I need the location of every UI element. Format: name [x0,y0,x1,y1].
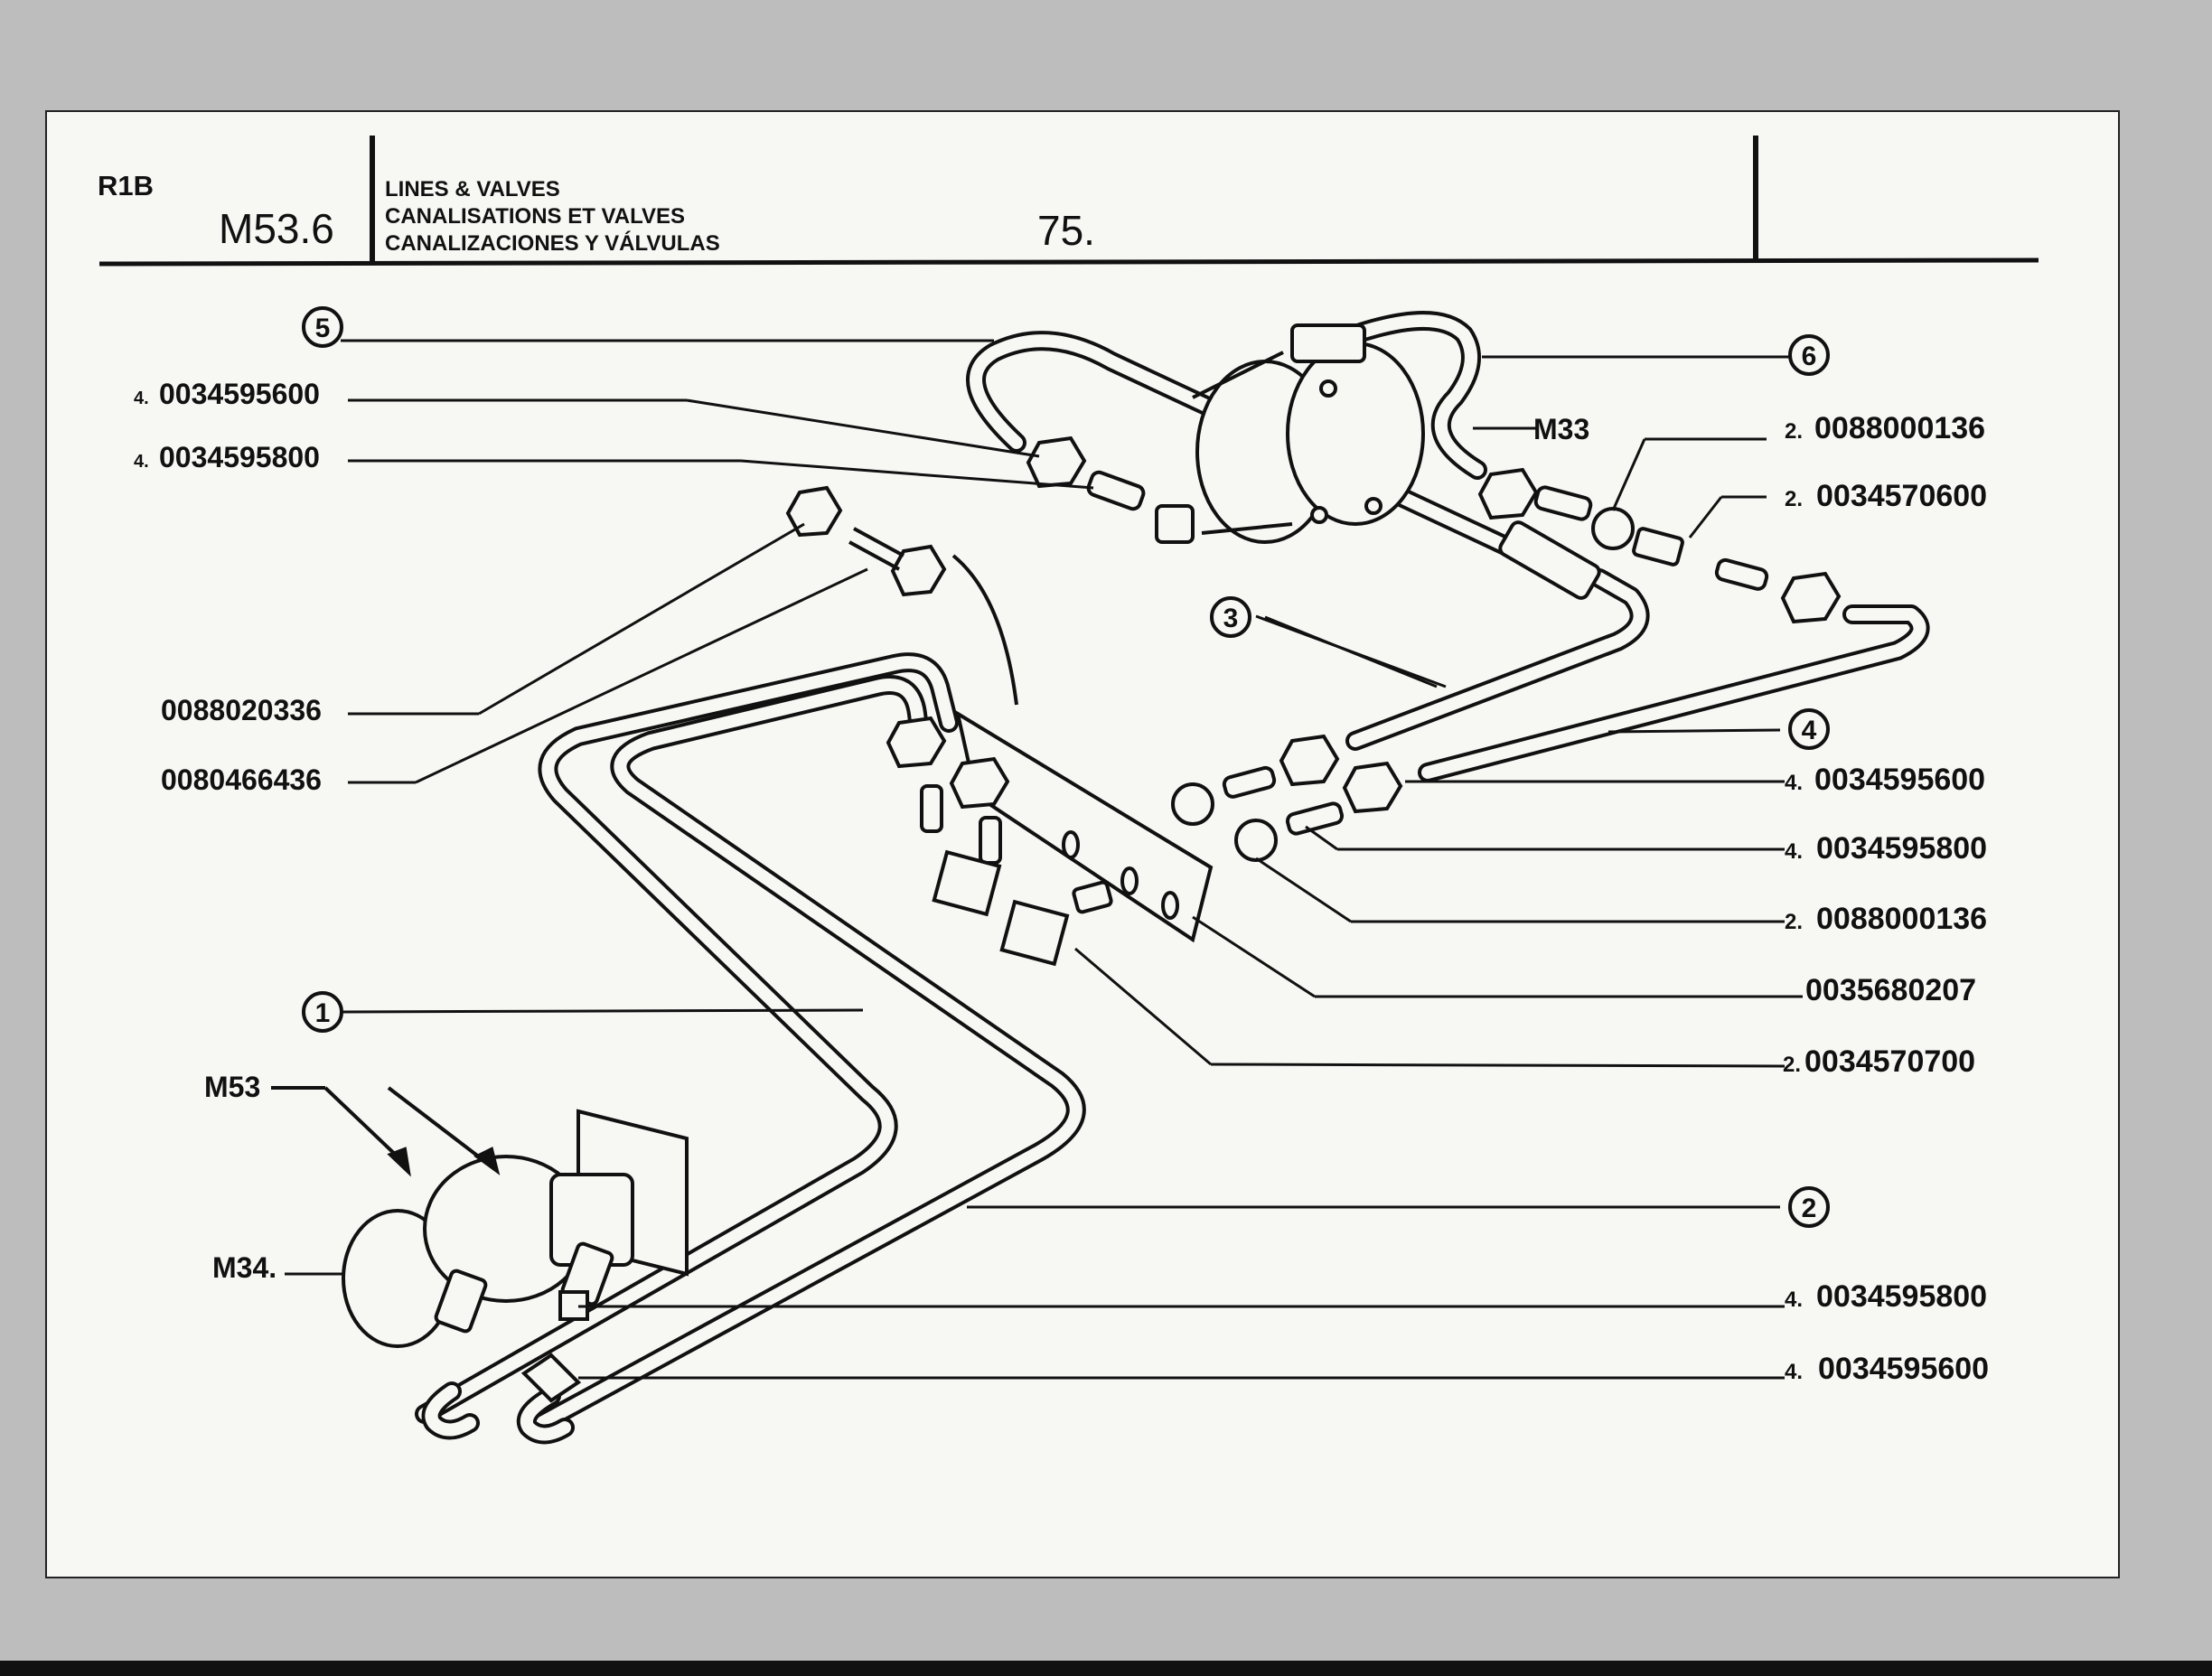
doc-code: R1B [98,170,155,201]
callout-6: 6 [1802,342,1817,371]
right-ref-5: 0088000136 [1816,902,1987,936]
label-m53: M53 [204,1071,260,1103]
right-qty-8: 4. [1785,1287,1803,1312]
left-ref-2: 0034595800 [159,441,320,473]
m53-arrows [271,1086,501,1177]
left-ref-3: 0088020336 [161,694,322,726]
right-ref-6: 0035680207 [1805,973,1976,1007]
page-number: 75. [1037,207,1095,254]
right-ref-7: 0034570700 [1804,1044,1975,1079]
scan-border [0,1661,2212,1676]
right-qty-2: 2. [1785,487,1803,511]
pipe-3 [1345,568,1650,751]
header-rules [98,136,2039,267]
label-m34: M34. [212,1251,276,1284]
label-m33: M33 [1533,413,1589,445]
left-ref-1: 0034595600 [159,378,320,410]
callout-4: 4 [1802,716,1817,745]
left-qty-1: 4. [134,389,149,408]
pipe-2 [523,675,1086,1437]
pipe-1 [415,652,959,1424]
title-fr: CANALISATIONS ET VALVES [385,204,686,229]
right-qty-9: 4. [1785,1360,1803,1384]
right-ref-3: 0034595600 [1814,763,1985,797]
callout-5: 5 [315,314,331,343]
group-number: M53.6 [219,205,334,252]
right-ref-1: 0088000136 [1814,411,1985,445]
right-qty-5: 2. [1785,910,1803,934]
callout-2: 2 [1802,1194,1817,1223]
left-ref-4: 0080466436 [161,763,322,796]
right-qty-3: 4. [1785,771,1803,795]
left-qty-2: 4. [134,452,149,472]
right-ref-4: 0034595800 [1816,831,1987,866]
fittings [785,435,1842,967]
m33-valve [1155,323,1425,544]
pipe-6 [1345,311,1487,480]
callout-3: 3 [1223,604,1239,633]
right-ref-9: 0034595600 [1818,1352,1989,1386]
title-en: LINES & VALVES [385,177,560,201]
pipe-1b [421,1381,575,1445]
right-qty-4: 4. [1785,839,1803,864]
right-qty-7: 2. [1783,1053,1801,1077]
callout-1: 1 [315,998,331,1028]
right-ref-8: 0034595800 [1816,1279,1987,1314]
title-es: CANALIZACIONES Y VÁLVULAS [385,231,720,256]
leader-lines [285,339,1803,1380]
m34-valve [342,1109,689,1403]
right-ref-2: 0034570600 [1816,479,1987,513]
pipe-5 [966,331,1546,570]
callout-circles [302,306,1830,1228]
pipe-4 [1418,604,1930,782]
right-qty-1: 2. [1785,419,1803,444]
